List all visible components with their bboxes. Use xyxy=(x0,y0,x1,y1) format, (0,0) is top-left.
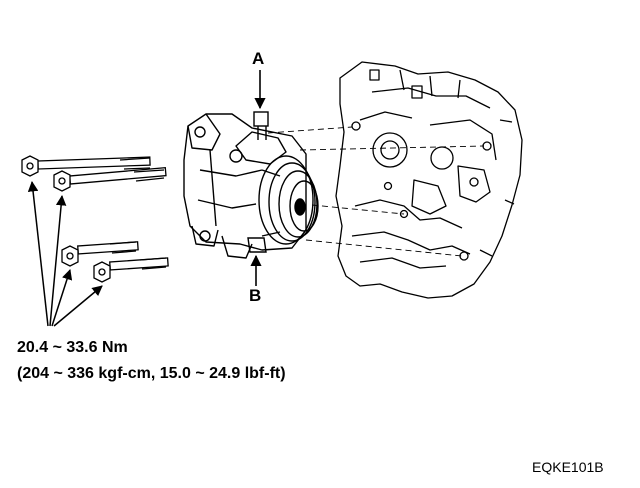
ac-compressor-icon xyxy=(183,113,319,259)
bolt-icon xyxy=(21,155,169,283)
alignment-lines xyxy=(267,126,485,257)
engine-block-icon xyxy=(335,61,523,299)
mounting-bolt-3 xyxy=(61,241,139,267)
callout-label-a: A xyxy=(252,49,265,68)
torque-leader-lines xyxy=(27,180,103,327)
torque-spec-alt-units: (204 ~ 336 kgf-cm, 15.0 ~ 24.9 lbf-ft) xyxy=(17,365,286,382)
mounting-bolt-2 xyxy=(53,166,167,192)
mounting-bolt-4 xyxy=(93,257,169,283)
mounting-bolt-1 xyxy=(21,155,151,177)
callout-label-b: B xyxy=(249,286,262,305)
refrigerant-fitting-b xyxy=(247,237,267,253)
torque-spec-nm: 20.4 ~ 33.6 Nm xyxy=(17,339,128,356)
figure-code: EQKE101B xyxy=(532,459,604,475)
refrigerant-fitting-a xyxy=(253,111,269,140)
